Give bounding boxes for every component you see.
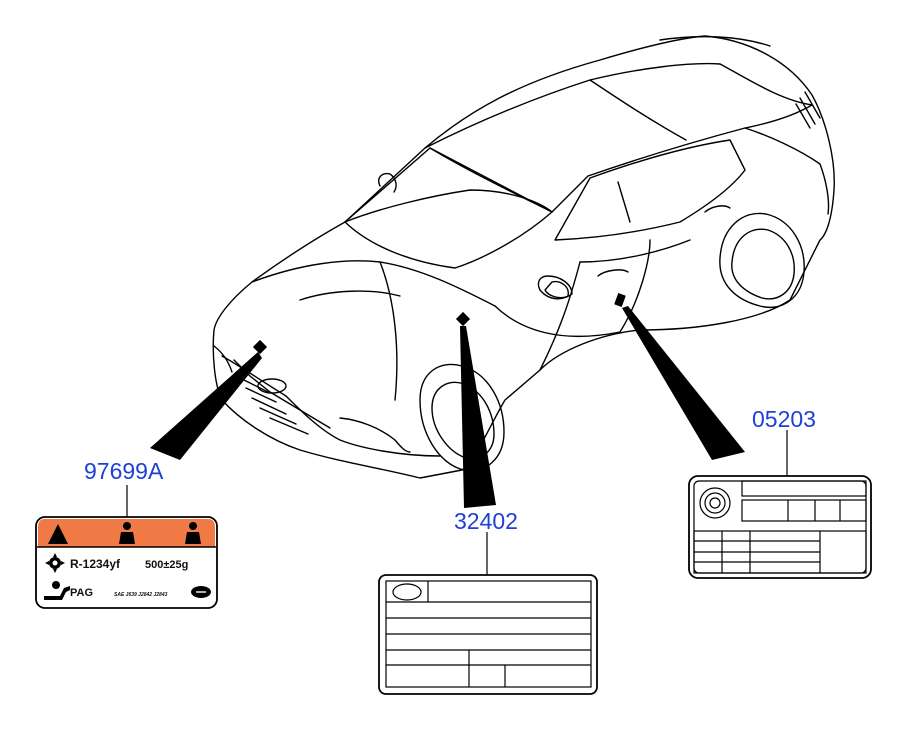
marker-05203 bbox=[614, 292, 626, 308]
emission-label bbox=[378, 574, 598, 695]
part-number-32402[interactable]: 32402 bbox=[454, 508, 518, 534]
label-location-markers bbox=[252, 292, 626, 355]
car-illustration bbox=[212, 35, 835, 479]
technician-icon bbox=[185, 522, 201, 544]
oil-type: PAG bbox=[70, 587, 93, 599]
tire-pressure-label bbox=[688, 475, 872, 579]
technician-icon bbox=[119, 522, 135, 544]
part-number-97699A[interactable]: 97699A bbox=[84, 458, 164, 484]
sae-standards: SAE J639 J2842 J2843 bbox=[114, 592, 168, 598]
warning-triangle-icon bbox=[48, 524, 68, 544]
marker-32402 bbox=[455, 311, 471, 327]
gear-icon bbox=[45, 553, 65, 573]
leader-wedges bbox=[150, 306, 745, 508]
oil-can-icon bbox=[44, 581, 70, 600]
leader-32402 bbox=[460, 326, 496, 508]
refrigerant-label: R-1234yf 500±25g PAG SAE J639 J2842 J284… bbox=[35, 516, 218, 609]
marker-97699A bbox=[252, 339, 268, 355]
part-number-05203[interactable]: 05203 bbox=[752, 406, 816, 432]
leader-97699A bbox=[150, 352, 262, 460]
refrigerant-charge: 500±25g bbox=[145, 559, 188, 571]
connector-lines bbox=[126, 430, 788, 575]
refrigerant-type: R-1234yf bbox=[70, 557, 121, 571]
leader-05203 bbox=[622, 306, 745, 460]
